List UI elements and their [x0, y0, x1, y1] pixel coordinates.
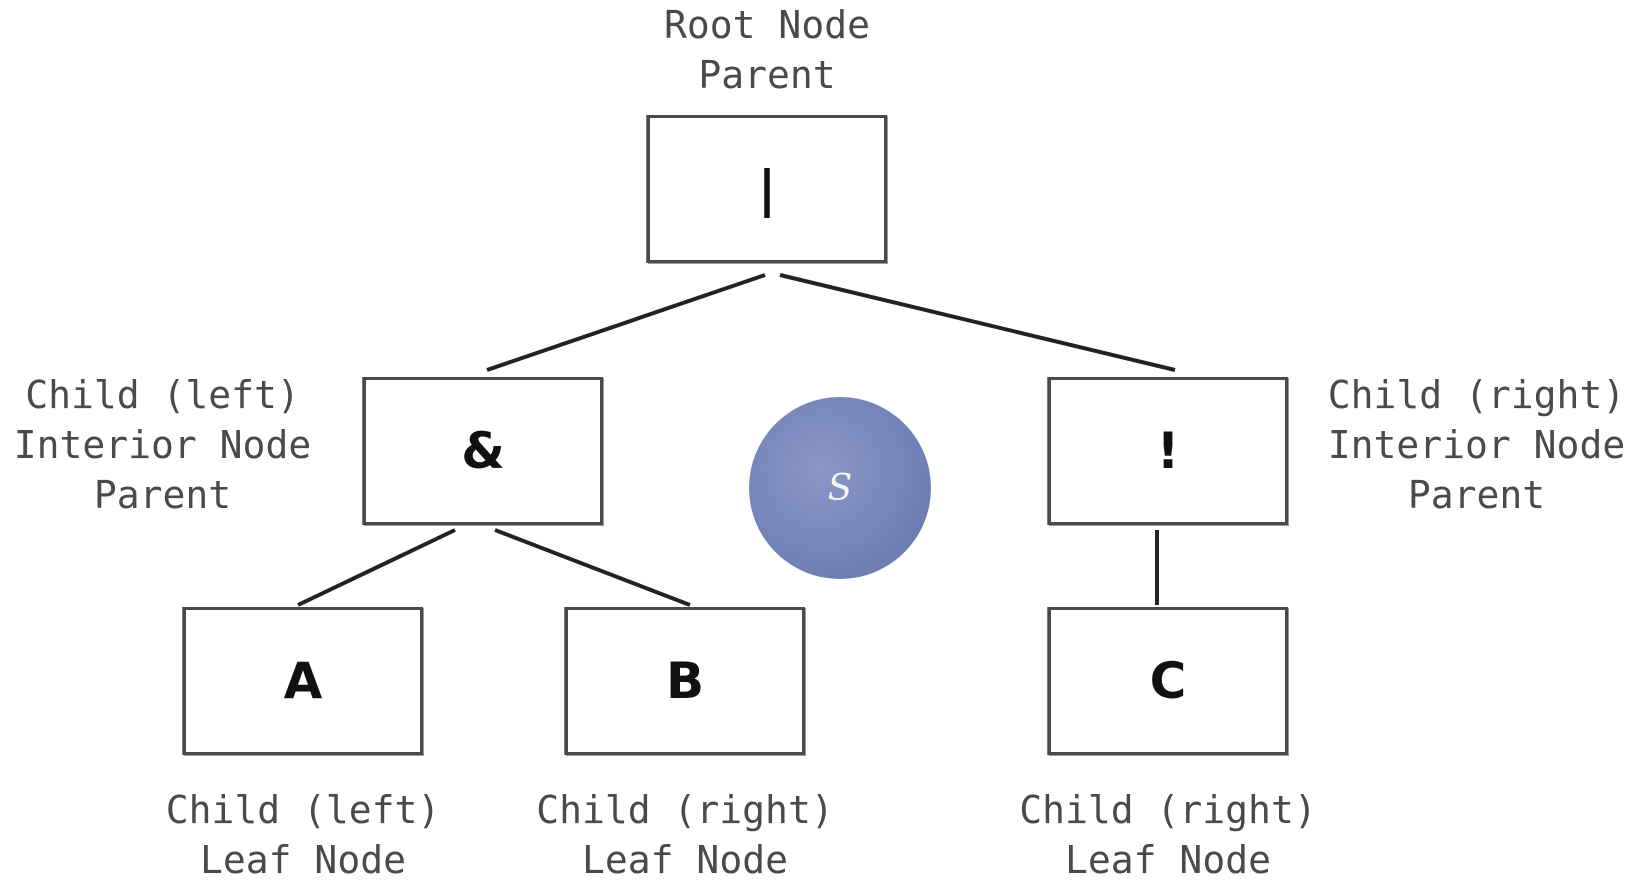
leaf-c-label: Child (right) Leaf Node [1003, 785, 1333, 885]
leaf-a-label-line-2: Leaf Node [200, 838, 406, 882]
edge-root-to-right [779, 273, 1176, 372]
leaf-a-label-line-1: Child (left) [165, 788, 441, 832]
right-interior-node: ! [1048, 377, 1288, 525]
cursor-indicator: S [749, 397, 931, 579]
right-interior-node-symbol: ! [1156, 422, 1180, 480]
leaf-b-label-line-2: Leaf Node [582, 838, 788, 882]
root-label-line-2: Parent [698, 53, 836, 97]
leaf-node-a: A [183, 607, 423, 755]
root-node: | [647, 115, 887, 263]
leaf-node-b-symbol: B [665, 652, 705, 710]
leaf-node-b: B [565, 607, 805, 755]
leaf-a-label: Child (left) Leaf Node [148, 785, 458, 885]
leaf-node-a-symbol: A [283, 652, 323, 710]
right-interior-label-line-3: Parent [1407, 473, 1546, 517]
root-label-line-1: Root Node [664, 3, 870, 47]
root-node-symbol: | [757, 160, 777, 218]
root-node-label: Root Node Parent [632, 0, 902, 100]
left-interior-label-line-2: Interior Node [13, 423, 312, 467]
leaf-c-label-line-2: Leaf Node [1065, 838, 1271, 882]
leaf-b-label-line-1: Child (right) [536, 788, 834, 832]
edge-left-to-a [297, 528, 456, 607]
left-interior-node-symbol: & [461, 422, 505, 480]
left-interior-label-line-1: Child (left) [25, 373, 300, 417]
leaf-node-c-symbol: C [1149, 652, 1187, 710]
right-interior-label-line-2: Interior Node [1327, 423, 1626, 467]
left-interior-label-line-3: Parent [93, 473, 232, 517]
leaf-node-c: C [1048, 607, 1288, 755]
right-interior-label: Child (right) Interior Node Parent [1314, 370, 1639, 520]
left-interior-node: & [363, 377, 603, 525]
cursor-letter: S [827, 467, 853, 509]
leaf-b-label: Child (right) Leaf Node [520, 785, 850, 885]
left-interior-label: Child (left) Interior Node Parent [0, 370, 325, 520]
edge-root-to-left [486, 273, 766, 372]
right-interior-label-line-1: Child (right) [1327, 373, 1626, 417]
edge-left-to-b [494, 528, 691, 607]
leaf-c-label-line-1: Child (right) [1019, 788, 1317, 832]
